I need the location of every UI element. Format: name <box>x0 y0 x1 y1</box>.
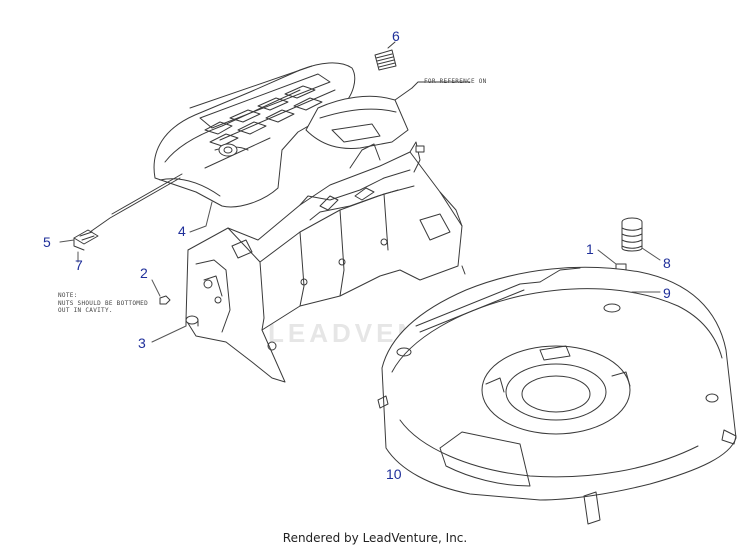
callout-9: 9 <box>663 285 671 301</box>
callout-7: 7 <box>75 257 83 273</box>
callout-1: 1 <box>586 241 594 257</box>
part-spring-8 <box>621 217 643 252</box>
leader-lines <box>59 201 661 343</box>
callout-5: 5 <box>43 234 51 250</box>
part-nut-2 <box>159 295 171 305</box>
callout-4: 4 <box>178 223 186 239</box>
callout-6: 6 <box>392 28 400 44</box>
callout-10: 10 <box>386 466 402 482</box>
part-spring-top <box>374 49 397 71</box>
callout-2: 2 <box>140 265 148 281</box>
reference-label: FOR REFERENCE ON <box>424 78 487 85</box>
assembly-note: NOTE: NUTS SHOULD BE BOTTOMED OUT IN CAV… <box>58 292 148 315</box>
cable-line <box>89 177 181 233</box>
part-cable-clip <box>73 229 99 251</box>
callout-8: 8 <box>663 255 671 271</box>
part-reference-shroud <box>305 87 413 149</box>
note-line-3: OUT IN CAVITY. <box>58 307 113 314</box>
note-line-2: NUTS SHOULD BE BOTTOMED <box>58 299 148 307</box>
footer-credit: Rendered by LeadVenture, Inc. <box>282 531 468 545</box>
part-top-cover <box>153 62 356 208</box>
callout-3: 3 <box>138 335 146 351</box>
part-mower-deck <box>377 266 737 525</box>
note-line-1: NOTE: <box>58 292 78 299</box>
part-main-frame <box>185 141 466 383</box>
